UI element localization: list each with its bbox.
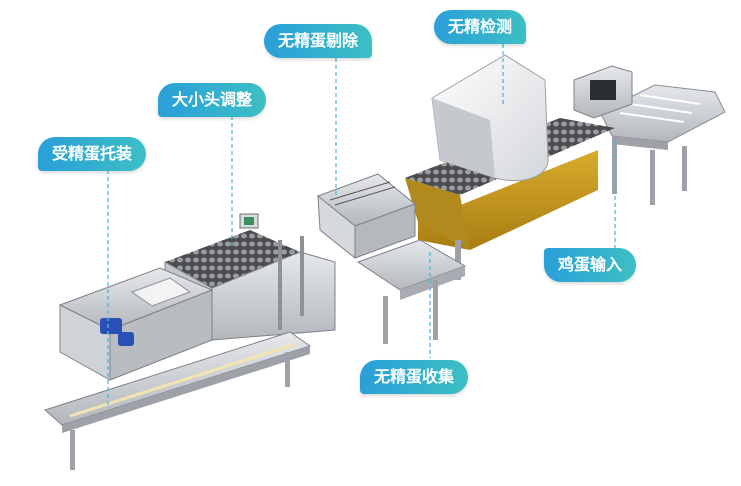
- collection-table: [356, 239, 467, 344]
- label-infertile-removal: 无精蛋剔除: [264, 24, 373, 58]
- label-egg-input: 鸡蛋输入: [544, 248, 637, 282]
- label-size-adjust: 大小头调整: [158, 83, 267, 117]
- leader-lines: [107, 44, 616, 408]
- removal-unit: [317, 173, 416, 260]
- detection-hood: [431, 54, 549, 182]
- label-infertile-collection: 无精蛋收集: [360, 360, 469, 394]
- label-tray-packing: 受精蛋托装: [38, 137, 147, 171]
- tray-packing-module: [58, 267, 214, 381]
- label-infertile-detection: 无精检测: [434, 10, 527, 44]
- control-cabinet: [573, 65, 633, 119]
